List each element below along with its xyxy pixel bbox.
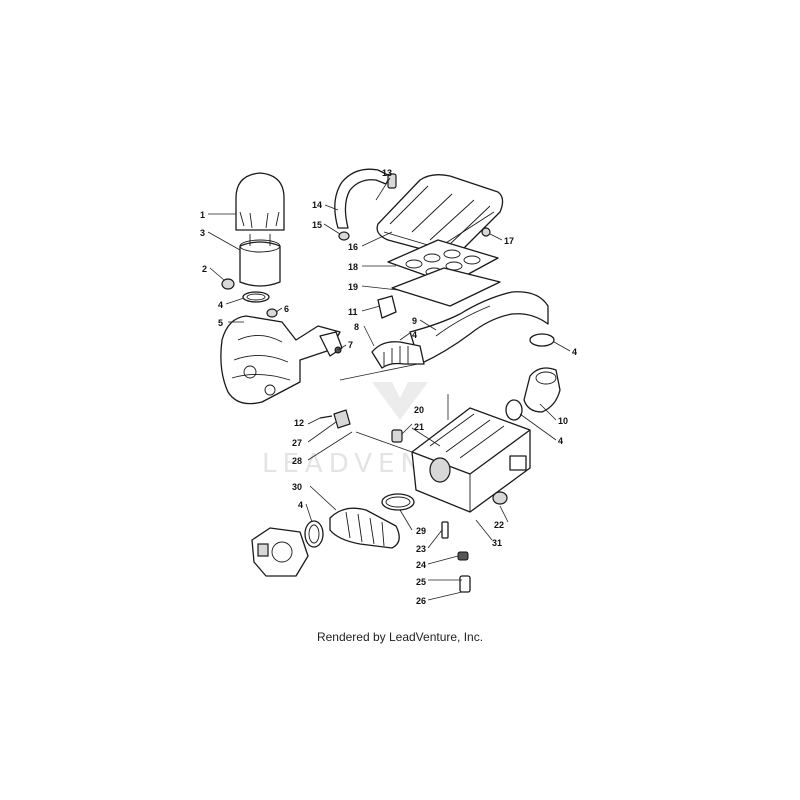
clamp-4-lower[interactable]	[304, 520, 324, 548]
leader-lines	[207, 177, 571, 601]
callout-2[interactable]: 2	[202, 264, 207, 274]
airbox-base[interactable]	[411, 407, 531, 513]
clamp-4-right-top[interactable]	[529, 333, 555, 347]
callout-4d[interactable]: 4	[558, 436, 563, 446]
callout-25[interactable]: 25	[416, 577, 426, 587]
callout-17[interactable]: 17	[504, 236, 514, 246]
callout-8[interactable]: 8	[354, 322, 359, 332]
screw-12[interactable]	[319, 415, 333, 419]
callouts: 1 3 2 4 5 6 7 13 14 15 16 17 18 19 11 8 …	[200, 168, 577, 606]
callout-4a[interactable]: 4	[218, 300, 223, 310]
callout-4b[interactable]: 4	[412, 330, 417, 340]
callout-3[interactable]: 3	[200, 228, 205, 238]
callout-21[interactable]: 21	[414, 422, 424, 432]
fitting-22[interactable]	[492, 491, 508, 505]
filter-bracket[interactable]	[220, 315, 341, 405]
callout-30[interactable]: 30	[292, 482, 302, 492]
footer-credit: Rendered by LeadVenture, Inc.	[316, 630, 484, 644]
duct-elbow-8[interactable]	[371, 341, 425, 369]
callout-16[interactable]: 16	[348, 242, 358, 252]
callout-6[interactable]: 6	[284, 304, 289, 314]
callout-13[interactable]: 13	[382, 168, 392, 178]
callout-10[interactable]: 10	[558, 416, 568, 426]
ring-clamp-left[interactable]	[242, 291, 270, 303]
airbox-lid[interactable]	[376, 174, 504, 256]
callout-9[interactable]: 9	[412, 316, 417, 326]
seal-plate[interactable]	[391, 267, 501, 307]
callout-15[interactable]: 15	[312, 220, 322, 230]
clamp-15[interactable]	[338, 231, 350, 241]
ring-29[interactable]	[381, 493, 415, 511]
nut-2[interactable]	[221, 278, 235, 290]
intake-boot-30[interactable]	[329, 507, 400, 549]
callout-11[interactable]: 11	[348, 307, 358, 317]
drain-parts[interactable]	[441, 521, 471, 593]
callout-4c[interactable]: 4	[572, 347, 577, 357]
clamp-4-right-mid[interactable]	[505, 399, 523, 421]
callout-19[interactable]: 19	[348, 282, 358, 292]
bracket-tab-7[interactable]	[319, 331, 343, 357]
callout-23[interactable]: 23	[416, 544, 426, 554]
throttle-body[interactable]	[251, 527, 309, 577]
callout-22[interactable]: 22	[494, 520, 504, 530]
sensor-27[interactable]	[333, 409, 351, 429]
fitting-6[interactable]	[266, 308, 278, 318]
callout-18[interactable]: 18	[348, 262, 358, 272]
screw-17[interactable]	[481, 227, 491, 237]
callout-28[interactable]: 28	[292, 456, 302, 466]
callout-7[interactable]: 7	[348, 340, 353, 350]
intake-duct[interactable]	[409, 291, 549, 365]
callout-14[interactable]: 14	[312, 200, 322, 210]
filter-element[interactable]	[239, 234, 281, 287]
callout-31[interactable]: 31	[492, 538, 502, 548]
callout-5[interactable]: 5	[218, 318, 223, 328]
callout-24[interactable]: 24	[416, 560, 426, 570]
ring-11[interactable]	[377, 295, 397, 319]
callout-12[interactable]: 12	[294, 418, 304, 428]
callout-26[interactable]: 26	[416, 596, 426, 606]
callout-20[interactable]: 20	[414, 405, 424, 415]
callout-4e[interactable]: 4	[298, 500, 303, 510]
callout-1[interactable]: 1	[200, 210, 205, 220]
filter-cover[interactable]	[235, 172, 285, 231]
callout-29[interactable]: 29	[416, 526, 426, 536]
callout-27[interactable]: 27	[292, 438, 302, 448]
elbow-10[interactable]	[523, 367, 561, 413]
grommet-20[interactable]	[391, 429, 403, 443]
